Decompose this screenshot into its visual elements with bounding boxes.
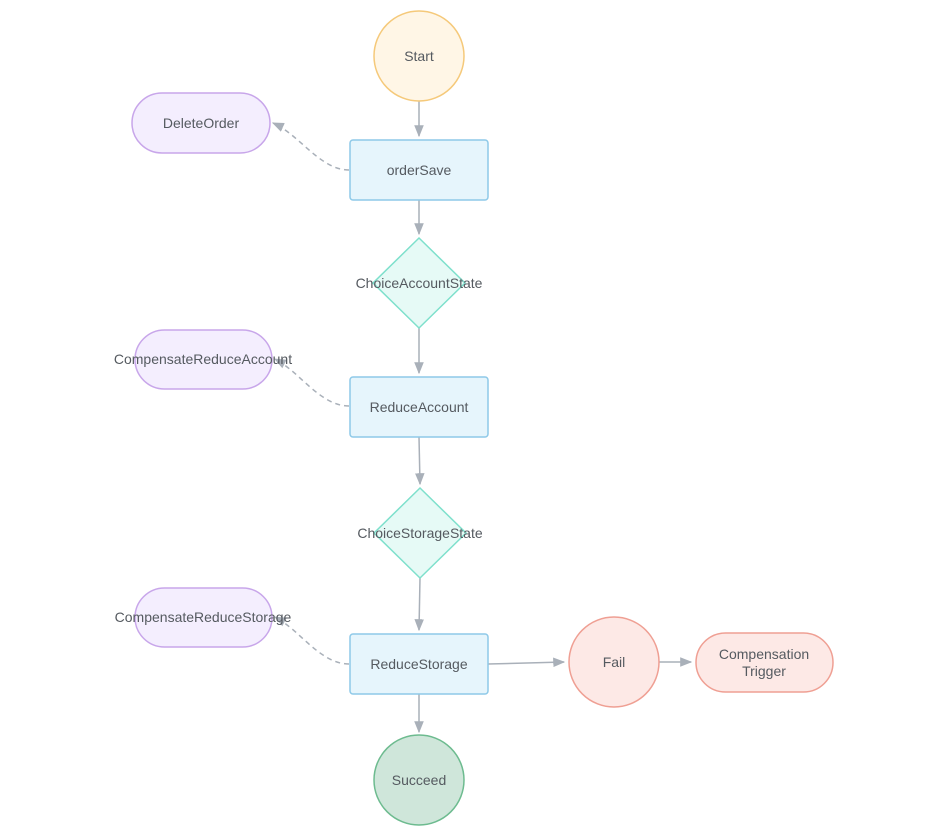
edges bbox=[271, 101, 693, 734]
compensation-trigger-node-shape bbox=[695, 632, 834, 693]
node-choicestoragestate[interactable]: ChoiceStorageState bbox=[357, 486, 483, 580]
node-compensatereduceaccount[interactable]: CompensateReduceAccount bbox=[114, 329, 292, 390]
choiceaccount-node-label: ChoiceAccountState bbox=[356, 275, 483, 291]
compensateaccount-node-label: CompensateReduceAccount bbox=[114, 351, 292, 367]
succeed-node-shape bbox=[373, 734, 465, 826]
deleteorder-node-shape bbox=[131, 92, 271, 154]
node-start[interactable]: Start bbox=[373, 10, 465, 102]
reduceaccount-node-shape bbox=[349, 376, 489, 438]
node-ordersave[interactable]: orderSave bbox=[349, 139, 489, 201]
choicestorage-node-shape bbox=[372, 486, 468, 580]
start-node-label: Start bbox=[404, 48, 434, 64]
node-fail[interactable]: Fail bbox=[568, 616, 660, 708]
node-choiceaccountstate[interactable]: ChoiceAccountState bbox=[356, 236, 483, 330]
ordersave-node-label: orderSave bbox=[387, 162, 452, 178]
edge-ordersave-to-deleteorder bbox=[271, 122, 350, 171]
fail-node-shape bbox=[568, 616, 660, 708]
compensation-trigger-label-line1: Compensation bbox=[719, 646, 809, 662]
node-succeed[interactable]: Succeed bbox=[373, 734, 465, 826]
reduceaccount-node-label: ReduceAccount bbox=[370, 399, 469, 415]
ordersave-node-shape bbox=[349, 139, 489, 201]
node-compensation-trigger[interactable]: Compensation Trigger bbox=[695, 632, 834, 693]
edge-reduceaccount-to-choicestorage bbox=[414, 436, 425, 486]
compensation-trigger-label-line2: Trigger bbox=[742, 663, 786, 679]
compensateaccount-node-shape bbox=[134, 329, 273, 390]
node-deleteorder[interactable]: DeleteOrder bbox=[131, 92, 271, 154]
choiceaccount-node-shape bbox=[371, 236, 467, 330]
compensatestorage-node-shape bbox=[134, 587, 273, 648]
edge-reducestorage-to-fail bbox=[487, 657, 566, 668]
deleteorder-node-label: DeleteOrder bbox=[163, 115, 240, 131]
reducestorage-node-shape bbox=[349, 633, 489, 695]
compensatestorage-node-label: CompensateReduceStorage bbox=[115, 609, 292, 625]
node-reducestorage[interactable]: ReduceStorage bbox=[349, 633, 489, 695]
choicestorage-node-label: ChoiceStorageState bbox=[357, 525, 483, 541]
succeed-node-label: Succeed bbox=[392, 772, 446, 788]
reducestorage-node-label: ReduceStorage bbox=[370, 656, 468, 672]
fail-node-label: Fail bbox=[603, 654, 626, 670]
node-compensatereducestorage[interactable]: CompensateReduceStorage bbox=[115, 587, 292, 648]
node-reduceaccount[interactable]: ReduceAccount bbox=[349, 376, 489, 438]
edge-choicestorage-to-reducestorage bbox=[414, 577, 425, 632]
start-node-shape bbox=[373, 10, 465, 102]
